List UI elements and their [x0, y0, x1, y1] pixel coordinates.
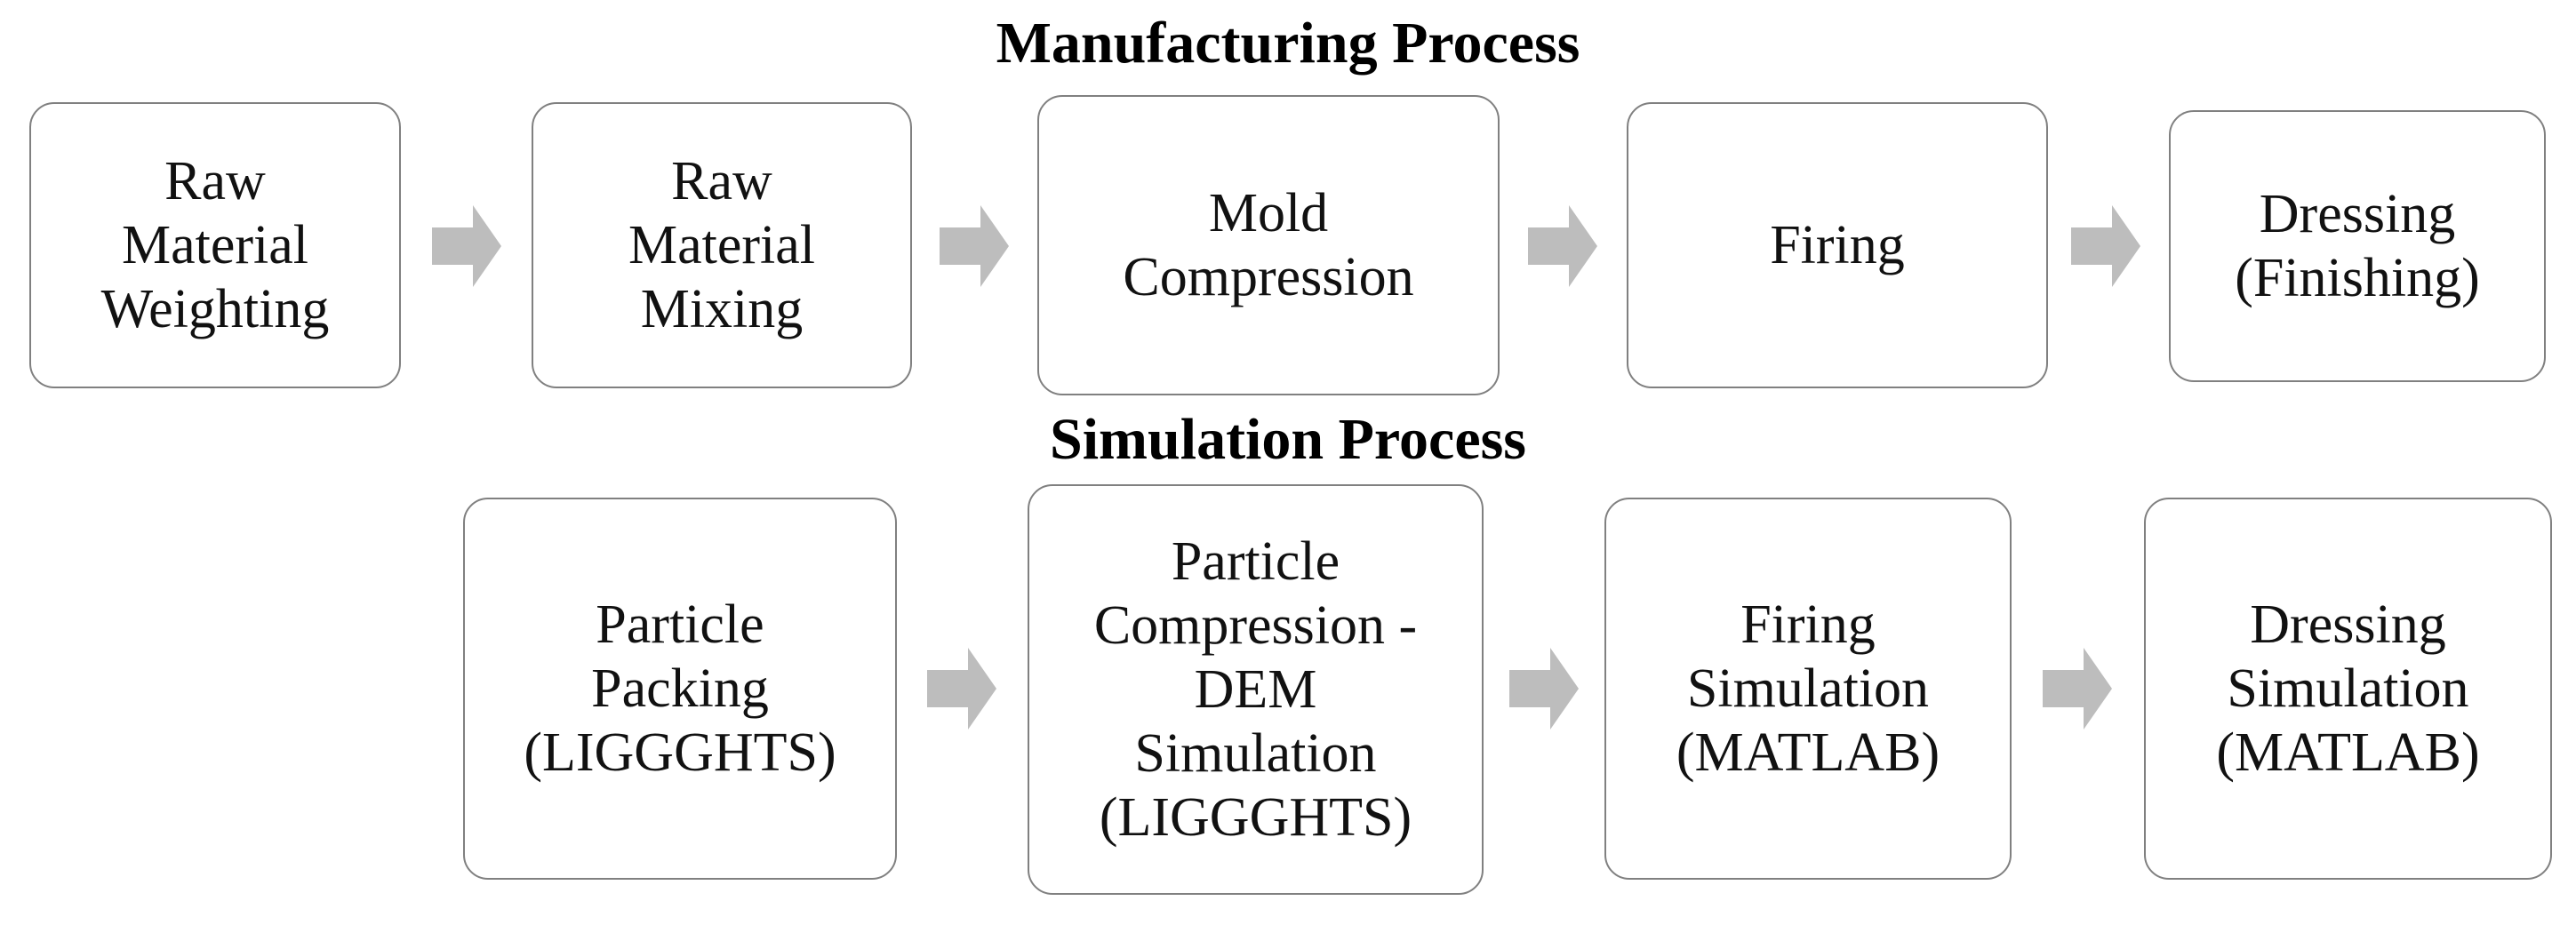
arrow-right-icon	[940, 205, 1009, 287]
arrow-right-icon	[432, 205, 501, 287]
arrow-right-icon	[1528, 205, 1597, 287]
arrow-right-icon	[2043, 648, 2112, 730]
step-label: Dressing Simulation (MATLAB)	[2216, 594, 2480, 783]
step-label: Firing	[1770, 215, 1905, 275]
step-label: Raw Material Weighting	[100, 151, 330, 339]
step-label: Particle Compression - DEM Simulation (L…	[1093, 531, 1418, 848]
step-particle-compression-dem-simulation: Particle Compression - DEM Simulation (L…	[1028, 484, 1484, 895]
step-dressing-simulation: Dressing Simulation (MATLAB)	[2144, 498, 2552, 880]
step-raw-material-mixing: Raw Material Mixing	[532, 102, 912, 388]
arrow-right-icon	[1509, 648, 1579, 730]
step-mold-compression: Mold Compression	[1037, 95, 1500, 395]
step-label: Firing Simulation (MATLAB)	[1676, 594, 1940, 783]
step-dressing-finishing: Dressing (Finishing)	[2169, 110, 2546, 382]
step-firing: Firing	[1627, 102, 2048, 388]
step-label: Mold Compression	[1123, 183, 1414, 307]
step-label: Raw Material Mixing	[628, 151, 815, 339]
step-particle-packing: Particle Packing (LIGGGHTS)	[463, 498, 897, 880]
step-raw-material-weighting: Raw Material Weighting	[29, 102, 401, 388]
simulation-process-title: Simulation Process	[1050, 407, 1526, 472]
arrow-right-icon	[2071, 205, 2140, 287]
step-label: Dressing (Finishing)	[2235, 184, 2480, 308]
step-firing-simulation: Firing Simulation (MATLAB)	[1604, 498, 2012, 880]
arrow-right-icon	[927, 648, 996, 730]
step-label: Particle Packing (LIGGGHTS)	[524, 594, 836, 783]
manufacturing-process-title: Manufacturing Process	[996, 11, 1580, 76]
